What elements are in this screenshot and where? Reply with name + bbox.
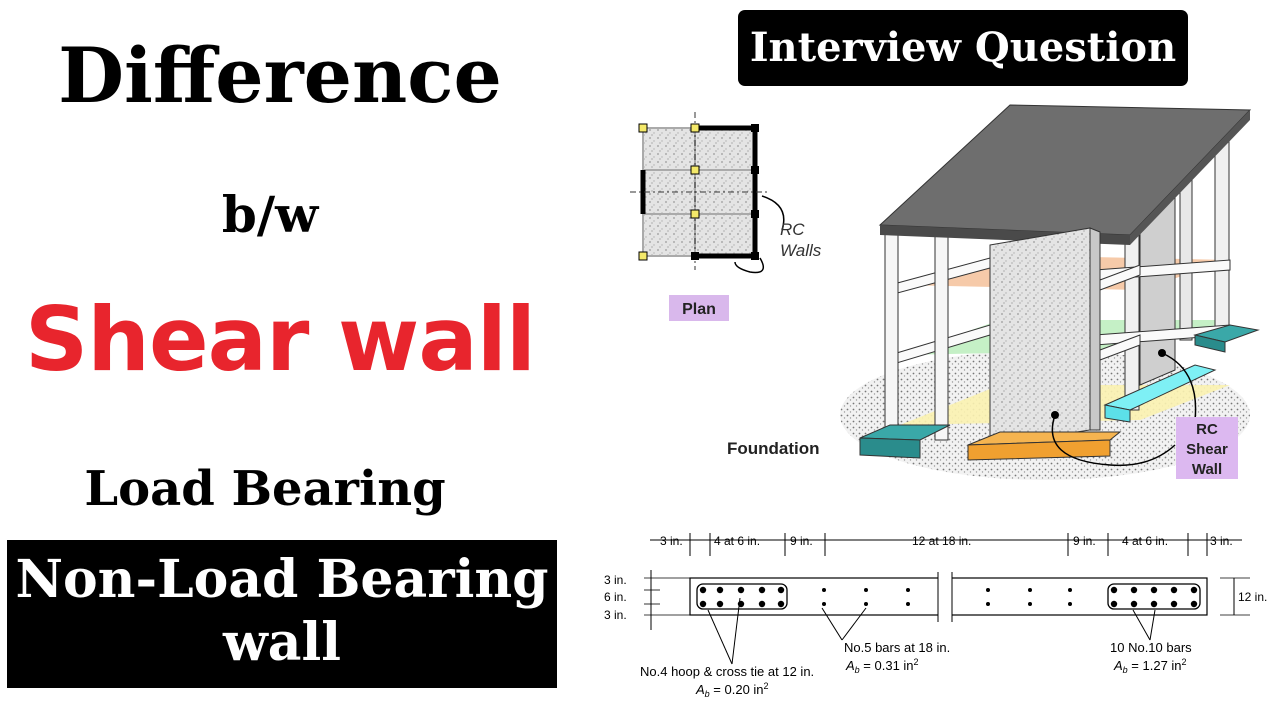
- rc-shear-label-bg: [1176, 417, 1238, 479]
- dim-top-4: 12 at 18 in.: [912, 534, 971, 548]
- interview-question-badge: Interview Question: [738, 10, 1188, 86]
- plan-label: Plan: [682, 301, 716, 318]
- note-hoop-1: No.4 hoop & cross tie at 12 in.: [640, 664, 814, 679]
- dim-right: 12 in.: [1238, 590, 1267, 604]
- note-ten-1: 10 No.10 bars: [1110, 640, 1192, 655]
- dim-left-2: 6 in.: [604, 590, 627, 604]
- note-hoop-a: Ab = 0.20 in2: [695, 681, 769, 699]
- rebar-dots: [699, 586, 1198, 608]
- non-load-line2: wall: [223, 612, 341, 674]
- label-non-load-bearing-box: Non-Load Bearing wall: [7, 540, 557, 688]
- right-boundary-hoop: [1107, 583, 1201, 610]
- rc-shear-label-3: Wall: [1192, 461, 1222, 478]
- foundation-label: Foundation: [727, 439, 820, 458]
- non-load-line1: Non-Load Bearing: [15, 549, 549, 610]
- rc-walls-label-1: RC: [780, 220, 805, 239]
- plan-label-bg: [669, 295, 729, 321]
- note-ten-a: Ab = 1.27 in2: [1113, 657, 1187, 675]
- dim-top-1: 3 in.: [660, 534, 683, 548]
- dim-top-6: 4 at 6 in.: [1122, 534, 1168, 548]
- dim-top-7: 3 in.: [1210, 534, 1233, 548]
- dim-left-3: 3 in.: [604, 608, 627, 622]
- label-load-bearing: Load Bearing: [84, 461, 446, 517]
- left-boundary-hoop: [696, 583, 788, 610]
- dim-top-2: 4 at 6 in.: [714, 534, 760, 548]
- front-shear-wall: [989, 227, 1091, 446]
- dim-left-1: 3 in.: [604, 573, 627, 587]
- front-column-left: [884, 224, 899, 436]
- dim-top-5: 9 in.: [1073, 534, 1096, 548]
- rc-shear-label-2: Shear: [1186, 441, 1228, 458]
- note-bars-1: No.5 bars at 18 in.: [844, 640, 950, 655]
- title-difference: Difference: [58, 31, 502, 120]
- topic-shear-wall: Shear wall: [24, 288, 536, 391]
- footing-teal-left: [859, 437, 921, 459]
- plan-view: RC Walls Plan: [630, 112, 822, 321]
- rc-shear-label-1: RC: [1196, 421, 1218, 438]
- footing-orange: [967, 439, 1111, 461]
- wall-cross-section: 3 in. 4 at 6 in. 9 in. 12 at 18 in. 9 in…: [604, 533, 1267, 699]
- note-bars-a: Ab = 0.31 in2: [845, 657, 919, 675]
- footing-cyan: [1104, 404, 1131, 423]
- building-3d: Foundation RC Shear Wall: [727, 104, 1260, 480]
- dim-top-3: 9 in.: [790, 534, 813, 548]
- rc-walls-label-2: Walls: [780, 241, 822, 260]
- subtitle-bw: b/w: [221, 185, 319, 244]
